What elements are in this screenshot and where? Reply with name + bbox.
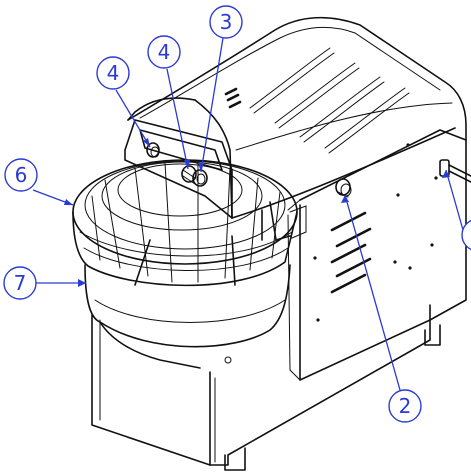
mixer-drawing (72, 16, 471, 471)
callout-label-4-middle: 4 (158, 40, 171, 64)
callout-label-4-left: 4 (107, 61, 120, 85)
callout-2: 2 (388, 389, 422, 423)
callout-leader-1 (445, 169, 464, 231)
callout-leader-2 (344, 194, 401, 391)
callout-4-middle: 4 (147, 35, 181, 69)
callout-leader-4a (115, 89, 151, 148)
base-cabinet (91, 304, 441, 471)
top-cover (127, 16, 467, 219)
callout-7: 7 (3, 266, 37, 300)
side-knob (335, 178, 352, 198)
callout-leader-3 (200, 37, 224, 173)
callout-label-2: 2 (399, 394, 412, 418)
callout-3: 3 (209, 5, 243, 39)
callout-label-3: 3 (220, 10, 233, 34)
callout-4-left: 4 (96, 56, 130, 90)
callout-leader-4b (166, 68, 189, 170)
bowl-guard (72, 159, 307, 287)
callout-1: 1 (461, 219, 471, 251)
callout-6: 6 (4, 158, 38, 192)
callout-label-6: 6 (15, 163, 28, 187)
callouts: 1 2 3 4 4 6 7 (3, 5, 471, 423)
bowl (84, 264, 291, 369)
callout-label-7: 7 (14, 271, 27, 295)
